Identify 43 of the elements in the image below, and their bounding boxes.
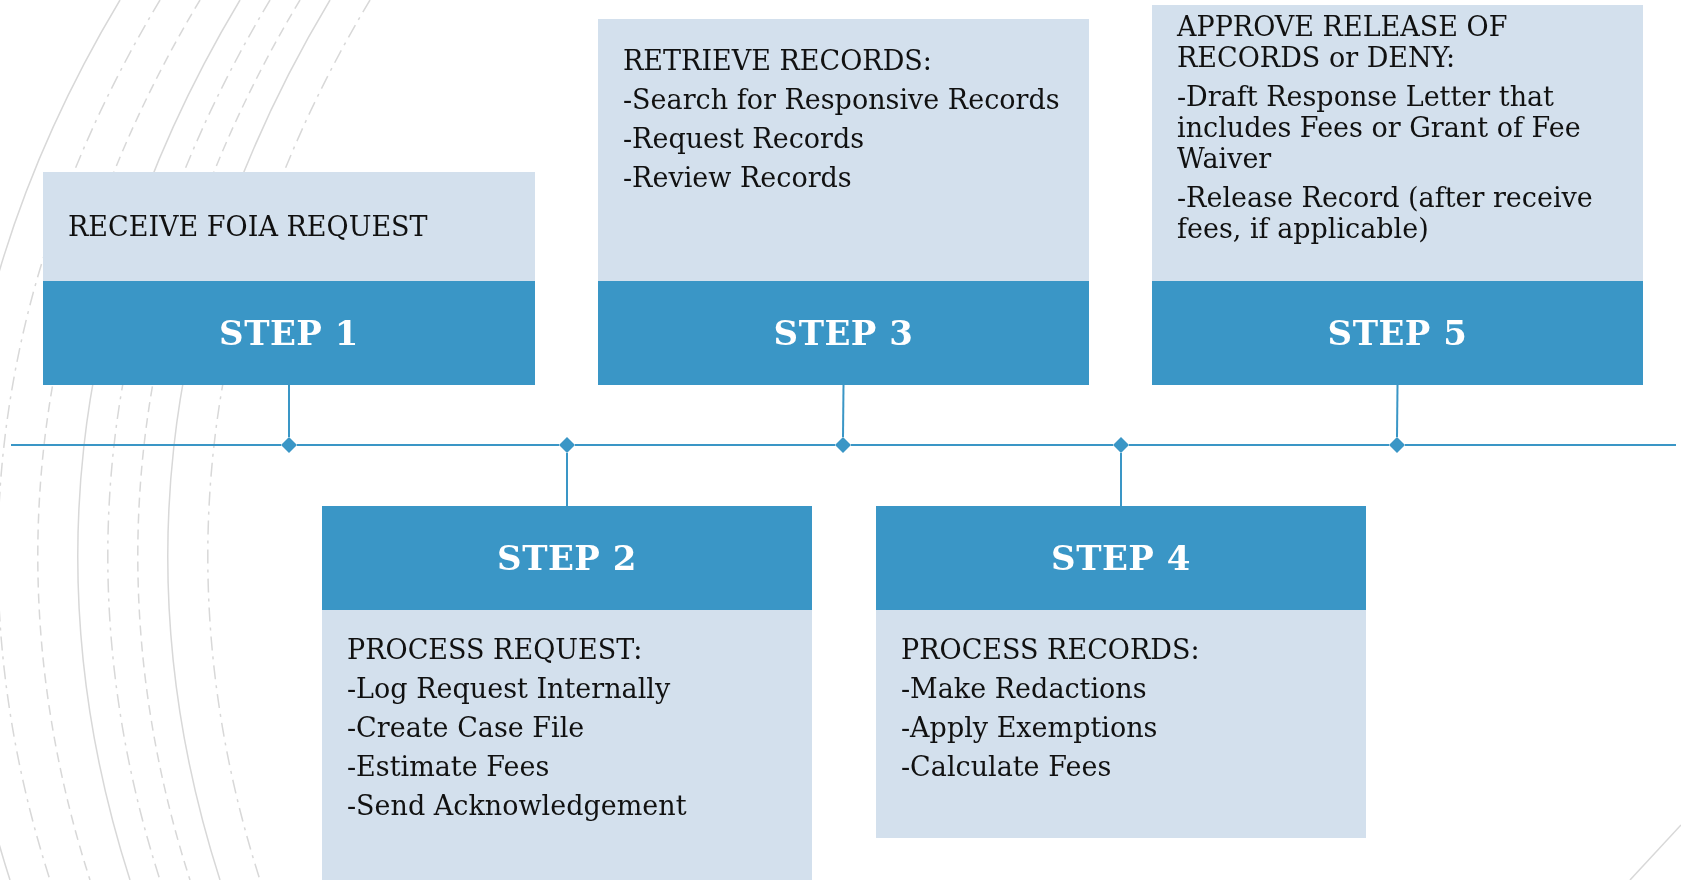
- task-text: -Calculate Fees: [901, 751, 1113, 783]
- step-title: RECEIVE FOIA REQUEST: [68, 210, 429, 242]
- step-title: PROCESS REQUEST:: [347, 634, 644, 666]
- connector-line: [1120, 452, 1122, 507]
- diamond-marker: [835, 437, 851, 453]
- task-text: -Send Acknowledgement: [347, 790, 688, 822]
- task-text: -Estimate Fees: [347, 751, 551, 783]
- step-title: PROCESS RECORDS:: [901, 634, 1201, 666]
- connector-line: [288, 384, 290, 438]
- step-header: STEP 4: [876, 506, 1366, 610]
- task-text: -Release Record (after receive fees, if applicable): [1177, 182, 1594, 245]
- task-text: -Review Records: [623, 162, 853, 194]
- diamond-marker: [281, 437, 297, 453]
- timeline-line: [10, 444, 282, 446]
- connector-line: [566, 452, 568, 507]
- step-card: [876, 506, 1366, 838]
- step-title: RETRIEVE RECORDS:: [623, 45, 933, 77]
- task-text: -Search for Responsive Records: [623, 84, 1061, 116]
- step-card: [322, 506, 812, 880]
- task-text: -Create Case File: [347, 712, 586, 744]
- step-header: STEP 1: [43, 281, 535, 385]
- step-card: [43, 172, 535, 385]
- step-card: [1152, 5, 1643, 385]
- step-header: STEP 2: [322, 506, 812, 610]
- step-card: [598, 19, 1089, 385]
- timeline-line: [850, 444, 1114, 446]
- diamond-marker: [559, 437, 575, 453]
- task-text: -Request Records: [623, 123, 866, 155]
- diamond-marker: [1113, 437, 1129, 453]
- task-text: -Apply Exemptions: [901, 712, 1159, 744]
- step-header: STEP 3: [598, 281, 1089, 385]
- step-header: STEP 5: [1152, 281, 1643, 385]
- timeline-line: [1404, 444, 1677, 446]
- timeline-line: [296, 444, 560, 446]
- connector-line: [842, 384, 845, 438]
- step-title: APPROVE RELEASE OF RECORDS or DENY:: [1177, 11, 1509, 74]
- diamond-marker: [1389, 437, 1405, 453]
- task-text: -Make Redactions: [901, 673, 1148, 705]
- task-text: -Log Request Internally: [347, 673, 672, 705]
- timeline-line: [1128, 444, 1390, 446]
- connector-line: [1396, 384, 1399, 438]
- timeline-line: [574, 444, 836, 446]
- task-text: -Draft Response Letter that includes Fees or Grant of Fee Waiver: [1177, 81, 1582, 175]
